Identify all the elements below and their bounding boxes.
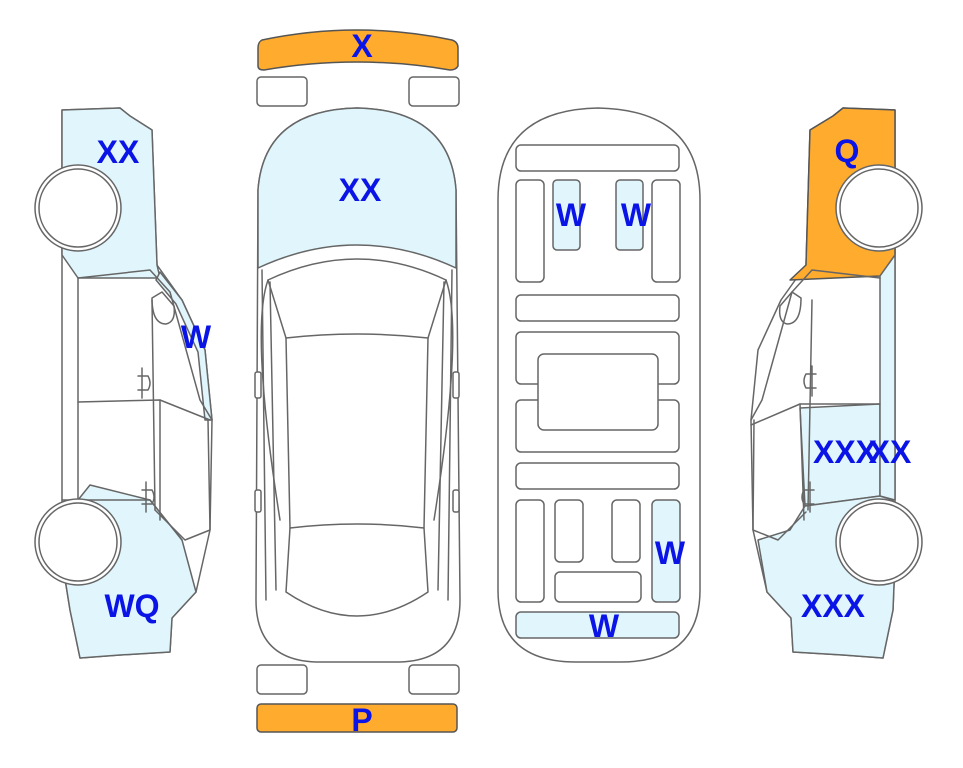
left-mirror (151, 291, 176, 325)
floor-rear-spare-well (554, 571, 642, 603)
label-right-rear-quarter: XXX (801, 588, 866, 624)
right-front-wheel-rim (839, 168, 919, 248)
floor-front-left-rail (515, 179, 545, 283)
label-left-front-fender: XX (97, 134, 140, 170)
rear-bumper-panel (256, 703, 458, 733)
roof-outline (285, 337, 429, 529)
floor-rear-inner-left (554, 499, 584, 563)
left-door-split (77, 277, 161, 521)
right-side-curve (433, 279, 454, 521)
right-body-side-lines (437, 269, 453, 601)
rear-left-lamp (256, 664, 308, 695)
rear-right-lamp (408, 664, 460, 695)
label-floor-front-right: W (621, 197, 652, 233)
floor-rear-end-panel (515, 611, 680, 639)
front-bumper-panel (257, 29, 459, 71)
left-a-pillar-panel (155, 271, 213, 421)
label-right-front-fender: Q (835, 133, 860, 169)
label-floor-rear-right: W (655, 535, 686, 571)
label-floor-rear-panel: W (589, 608, 620, 644)
left-rear-door-handle (141, 481, 155, 513)
floor-rear-crossmember (515, 462, 680, 490)
floor-center-panel (537, 353, 659, 431)
hood-panel (257, 107, 457, 269)
label-left-rear-quarter: WQ (104, 588, 159, 624)
label-right-rear-door-b: XX (869, 434, 912, 470)
left-rear-wheel-rim (38, 502, 118, 582)
damage-labels: X XX P XX W WQ W W W W Q XXX XX XXX (97, 28, 912, 738)
floor-front-crossmember (515, 144, 680, 172)
right-rear-wheel (835, 498, 923, 586)
right-front-door-handle (803, 365, 817, 397)
label-rear-bumper: P (351, 702, 372, 738)
left-side-curve (260, 279, 281, 521)
floor-front-right-panel (615, 179, 644, 251)
left-front-wheel-rim (38, 168, 118, 248)
right-rear-window (752, 419, 807, 541)
top-view (254, 29, 461, 733)
front-right-lamp (408, 76, 460, 107)
right-mirror-top (452, 371, 460, 399)
rear-window-line (285, 527, 429, 617)
left-front-door-handle (137, 367, 151, 399)
right-side-view (750, 107, 923, 659)
label-right-rear-door-a: XXX (813, 434, 878, 470)
label-left-a-pillar: W (181, 319, 212, 355)
right-front-wheel (835, 164, 923, 252)
left-body-side-lines (261, 269, 277, 601)
floor-rear-left-rail (515, 499, 545, 603)
label-floor-front-left: W (556, 197, 587, 233)
front-left-lamp (256, 76, 308, 107)
left-front-wheel (34, 164, 122, 252)
left-side-view (34, 107, 213, 659)
floor-mid-crossmember (515, 294, 680, 322)
right-mirror (778, 291, 802, 325)
left-handle-top (254, 489, 262, 513)
right-rear-wheel-rim (839, 502, 919, 582)
label-hood: XX (339, 172, 382, 208)
floor-front-right-rail (651, 179, 681, 283)
floor-rear-inner-right (611, 499, 641, 563)
left-window-line (77, 269, 213, 421)
right-rocker-strip (879, 254, 896, 501)
left-rear-wheel (34, 498, 122, 586)
floor-front-left-panel (552, 179, 581, 251)
right-rear-door-handle (801, 481, 815, 513)
left-sill (61, 499, 183, 541)
floor-rear-right-rail-panel (651, 499, 681, 603)
label-front-bumper: X (351, 28, 373, 64)
right-handle-top (452, 489, 460, 513)
left-mirror-top (254, 371, 262, 399)
underside-view (497, 107, 701, 663)
